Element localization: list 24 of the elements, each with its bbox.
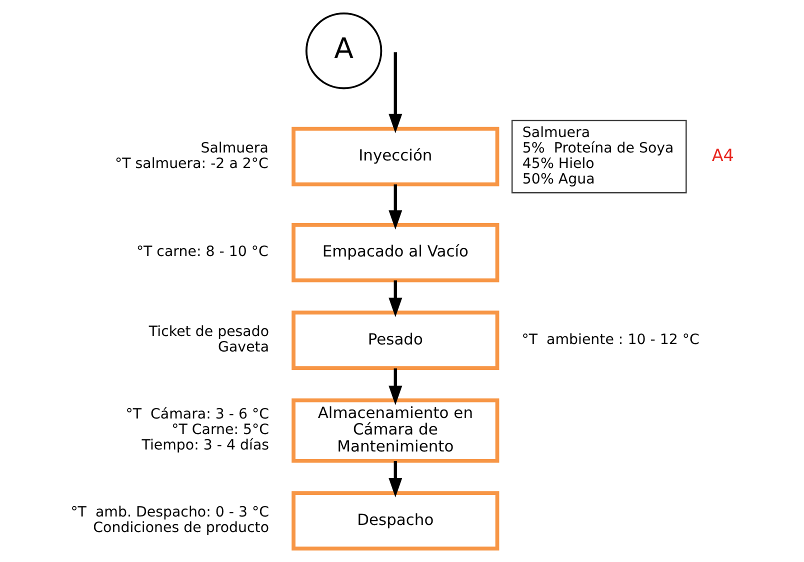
node-box: Empacado al Vacío xyxy=(291,222,499,282)
label: A4 xyxy=(711,144,734,165)
node-label: °T Cámara: 3 - 6 °C xyxy=(125,406,269,423)
node-box: Salmuera 5% Proteína de Soya 45% Hielo 50% Agua xyxy=(510,120,686,194)
arrow xyxy=(388,461,402,498)
node-label: °T amb. Despacho: 0 - 3 °C xyxy=(70,504,269,521)
node-circle: A xyxy=(304,12,382,90)
node-label: °T carne: 8 - 10 °C xyxy=(136,244,268,260)
arrow xyxy=(388,280,402,318)
node-label: Tiempo: 3 - 4 días xyxy=(141,438,269,454)
node-label: °T ambiente : 10 - 12 °C xyxy=(521,332,699,348)
arrow xyxy=(388,184,402,230)
node-label: Gaveta xyxy=(218,340,269,356)
arrow xyxy=(388,52,402,134)
node-box: Almacenamiento en Cámara de Mantenimiento xyxy=(291,398,499,463)
node-box: Inyección xyxy=(291,126,499,186)
node-label: Salmuera xyxy=(200,140,268,156)
arrow xyxy=(388,368,402,406)
node-label: Ticket de pesado xyxy=(148,324,269,340)
node-box: Despacho xyxy=(291,491,499,550)
node-box: Pesado xyxy=(291,310,499,370)
node-label: °T Carne: 5°C xyxy=(171,422,269,438)
node-label: Condiciones de producto xyxy=(92,520,269,536)
node-label: °T salmuera: -2 a 2°C xyxy=(114,156,268,172)
